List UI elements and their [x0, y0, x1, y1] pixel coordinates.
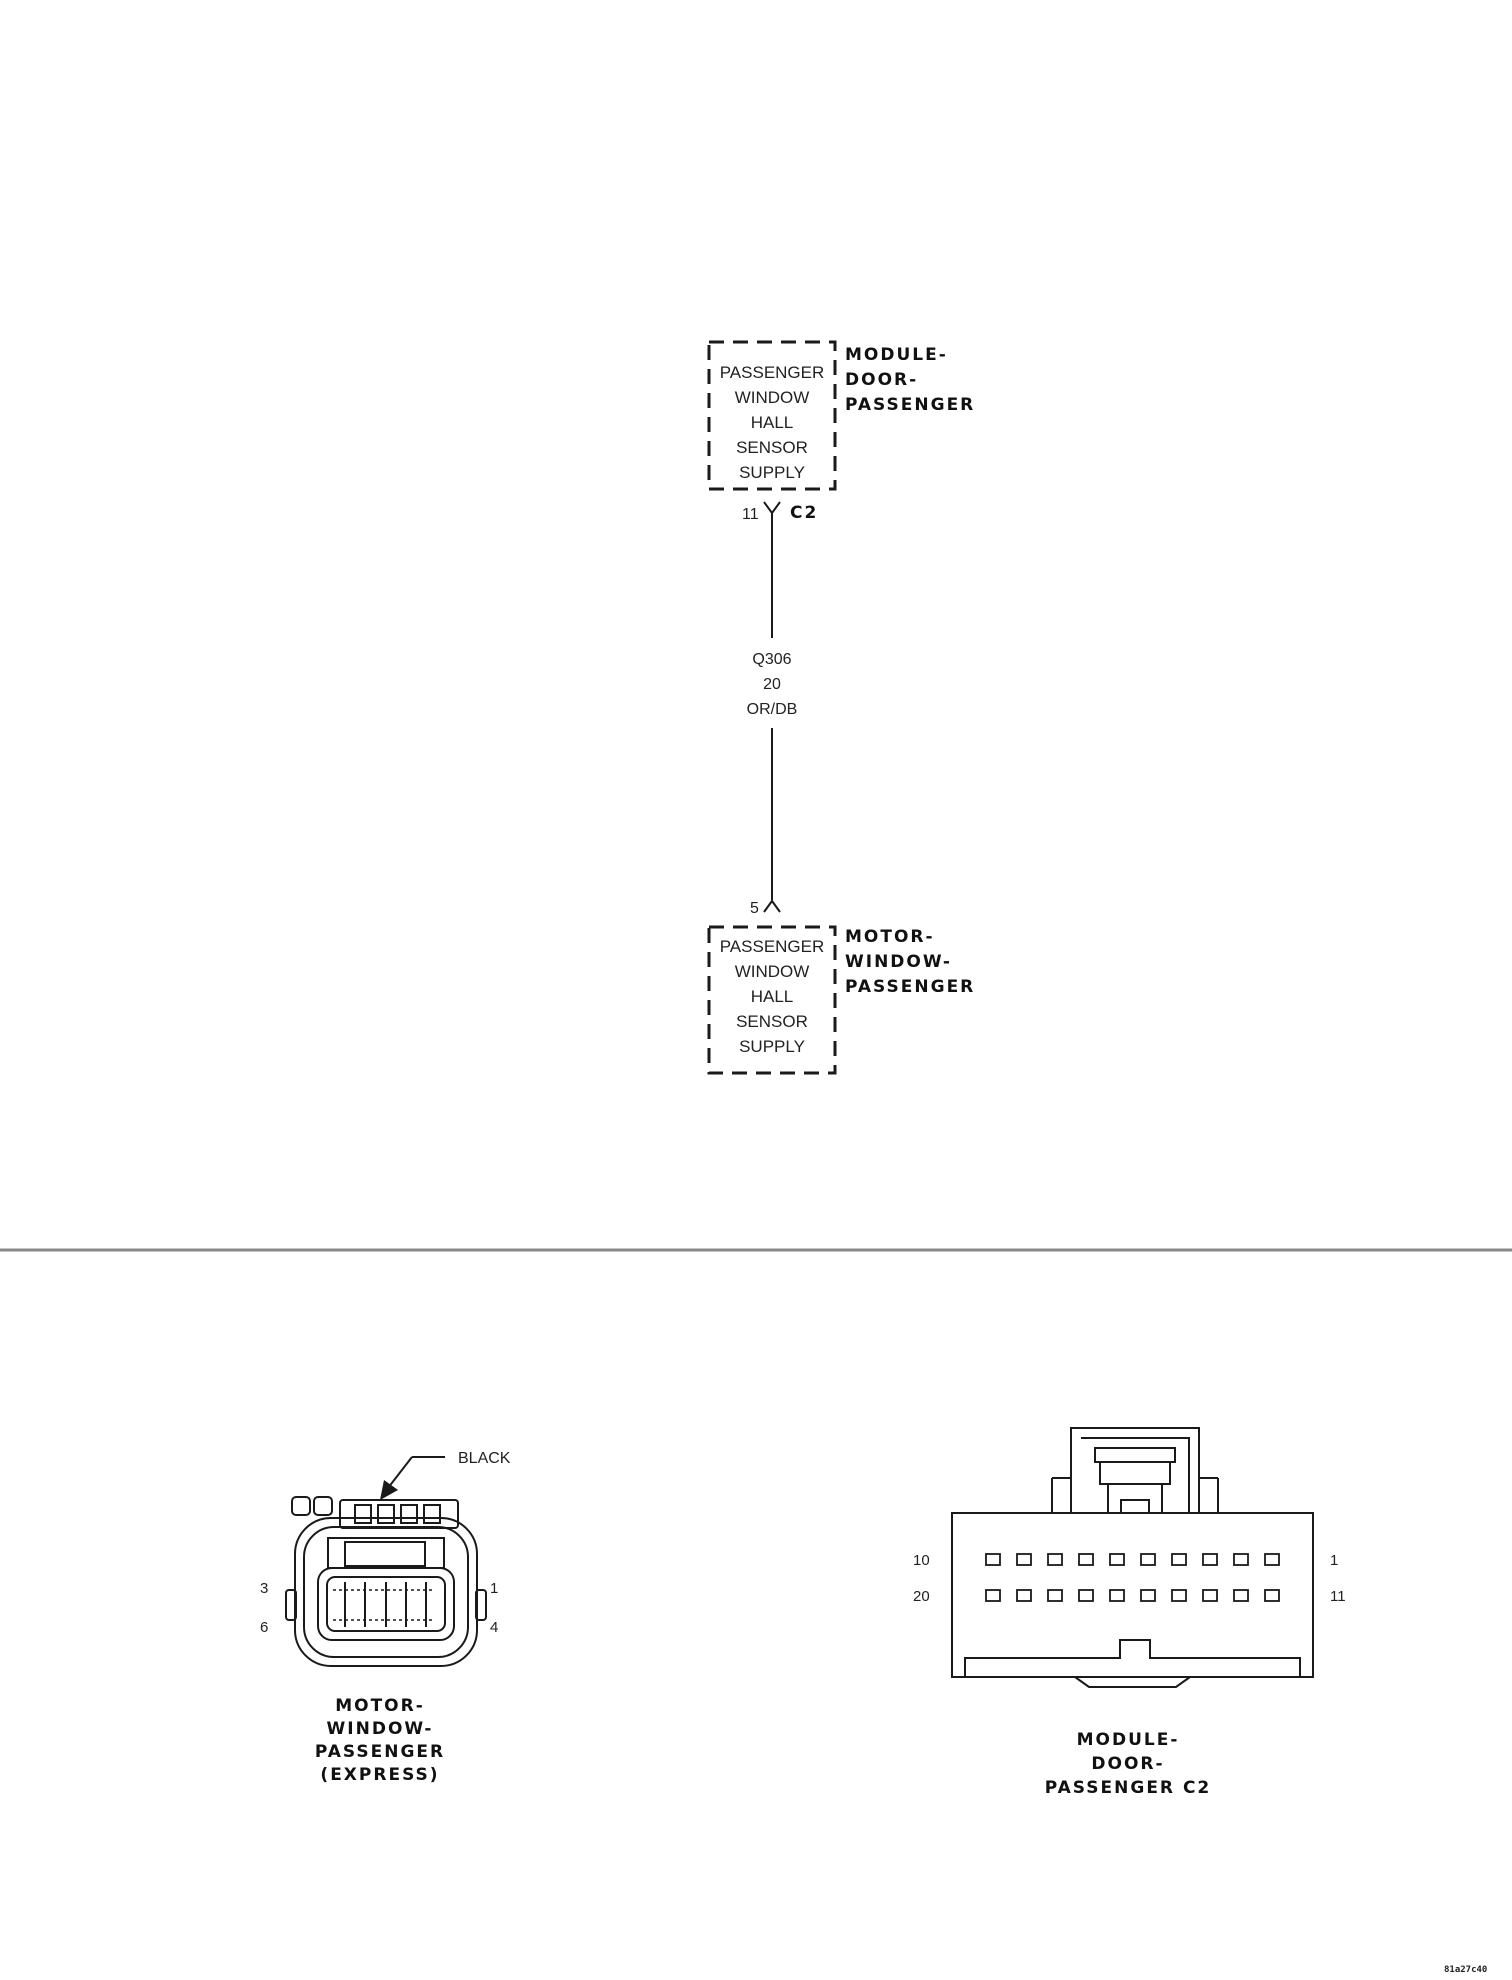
cavity-row2-10	[1264, 1589, 1280, 1602]
wire-color: OR/DB	[747, 701, 798, 718]
cavity-row2-2	[1016, 1589, 1032, 1602]
cavity-row2-1	[985, 1589, 1001, 1602]
top-connector-name: C2	[790, 503, 818, 523]
motor-title-line-4: (EXPRESS)	[320, 1765, 439, 1785]
module-box-line-3: HALL	[751, 413, 794, 432]
module-box-line-1: PASSENGER	[720, 363, 825, 382]
cavity-row2-7	[1171, 1589, 1187, 1602]
module-title-line-3: PASSENGER C2	[1045, 1778, 1212, 1798]
module-c2-connector-view	[951, 1427, 1314, 1688]
motor-box-line-5: SUPPLY	[739, 1037, 805, 1056]
motor-connector-color: BLACK	[458, 1450, 511, 1467]
module-component-label: MODULE- DOOR- PASSENGER	[845, 345, 975, 415]
cavity-row1-6	[1140, 1553, 1156, 1566]
cavity-row1-1	[985, 1553, 1001, 1566]
cavity-row1-9	[1233, 1553, 1249, 1566]
module-door-passenger-box: PASSENGER WINDOW HALL SENSOR SUPPLY	[707, 340, 837, 491]
cavity-row1-5	[1109, 1553, 1125, 1566]
cavity-row1-7	[1171, 1553, 1187, 1566]
motor-pin-3: 3	[260, 1580, 268, 1597]
cavity-row2-4	[1078, 1589, 1094, 1602]
module-c2-cavities	[985, 1553, 1280, 1602]
module-connector-title: MODULE- DOOR- PASSENGER C2	[1045, 1730, 1212, 1798]
motor-box-line-1: PASSENGER	[720, 937, 825, 956]
module-pin-20: 20	[913, 1588, 930, 1605]
motor-box-line-4: SENSOR	[736, 1012, 808, 1031]
module-pin-11: 11	[1330, 1588, 1346, 1605]
motor-title-line-1: MOTOR-	[335, 1696, 425, 1716]
callout-arrow-icon	[380, 1480, 398, 1500]
motor-box-line-3: HALL	[751, 987, 794, 1006]
module-label-line-1: MODULE-	[845, 345, 948, 365]
top-connector-pin: 11	[742, 506, 759, 523]
bottom-connector-pin: 5	[750, 900, 759, 917]
cavity-row1-4	[1078, 1553, 1094, 1566]
black-color-callout: BLACK	[380, 1450, 511, 1500]
wire-gauge: 20	[763, 676, 781, 693]
module-label-line-2: DOOR-	[845, 370, 918, 390]
wire-circuit: Q306	[752, 651, 791, 668]
cavity-row2-9	[1233, 1589, 1249, 1602]
motor-title-line-3: PASSENGER	[315, 1742, 445, 1762]
cavity-row1-8	[1202, 1553, 1218, 1566]
wire-q306: Q306 20 OR/DB	[747, 513, 798, 900]
motor-connector-view	[285, 1496, 487, 1667]
motor-pin-1: 1	[490, 1580, 498, 1597]
module-box-line-4: SENSOR	[736, 438, 808, 457]
cavity-row2-6	[1140, 1589, 1156, 1602]
motor-label-line-1: MOTOR-	[845, 927, 935, 947]
motor-box-line-2: WINDOW	[735, 962, 810, 981]
cavity-row2-5	[1109, 1589, 1125, 1602]
motor-title-line-2: WINDOW-	[327, 1719, 434, 1739]
cavity-row1-10	[1264, 1553, 1280, 1566]
module-label-line-3: PASSENGER	[845, 395, 975, 415]
bottom-connector-symbol: 5	[750, 899, 781, 917]
module-pin-10: 10	[913, 1552, 930, 1569]
cavity-row2-8	[1202, 1589, 1218, 1602]
motor-component-label: MOTOR- WINDOW- PASSENGER	[845, 927, 975, 997]
motor-label-line-3: PASSENGER	[845, 977, 975, 997]
motor-window-passenger-box: PASSENGER WINDOW HALL SENSOR SUPPLY	[707, 925, 837, 1075]
module-title-line-2: DOOR-	[1091, 1754, 1164, 1774]
figure-code: 81a27c40	[1444, 1965, 1487, 1975]
cavity-row1-3	[1047, 1553, 1063, 1566]
cavity-row2-3	[1047, 1589, 1063, 1602]
motor-pin-6: 6	[260, 1619, 268, 1636]
motor-pin-4: 4	[490, 1619, 498, 1636]
module-pin-1: 1	[1330, 1552, 1338, 1569]
module-title-line-1: MODULE-	[1077, 1730, 1180, 1750]
motor-label-line-2: WINDOW-	[845, 952, 952, 972]
cavity-row1-2	[1016, 1553, 1032, 1566]
module-box-line-2: WINDOW	[735, 388, 810, 407]
motor-connector-title: MOTOR- WINDOW- PASSENGER (EXPRESS)	[315, 1696, 445, 1785]
top-connector-symbol: 11 C2	[742, 501, 818, 523]
module-box-line-5: SUPPLY	[739, 463, 805, 482]
